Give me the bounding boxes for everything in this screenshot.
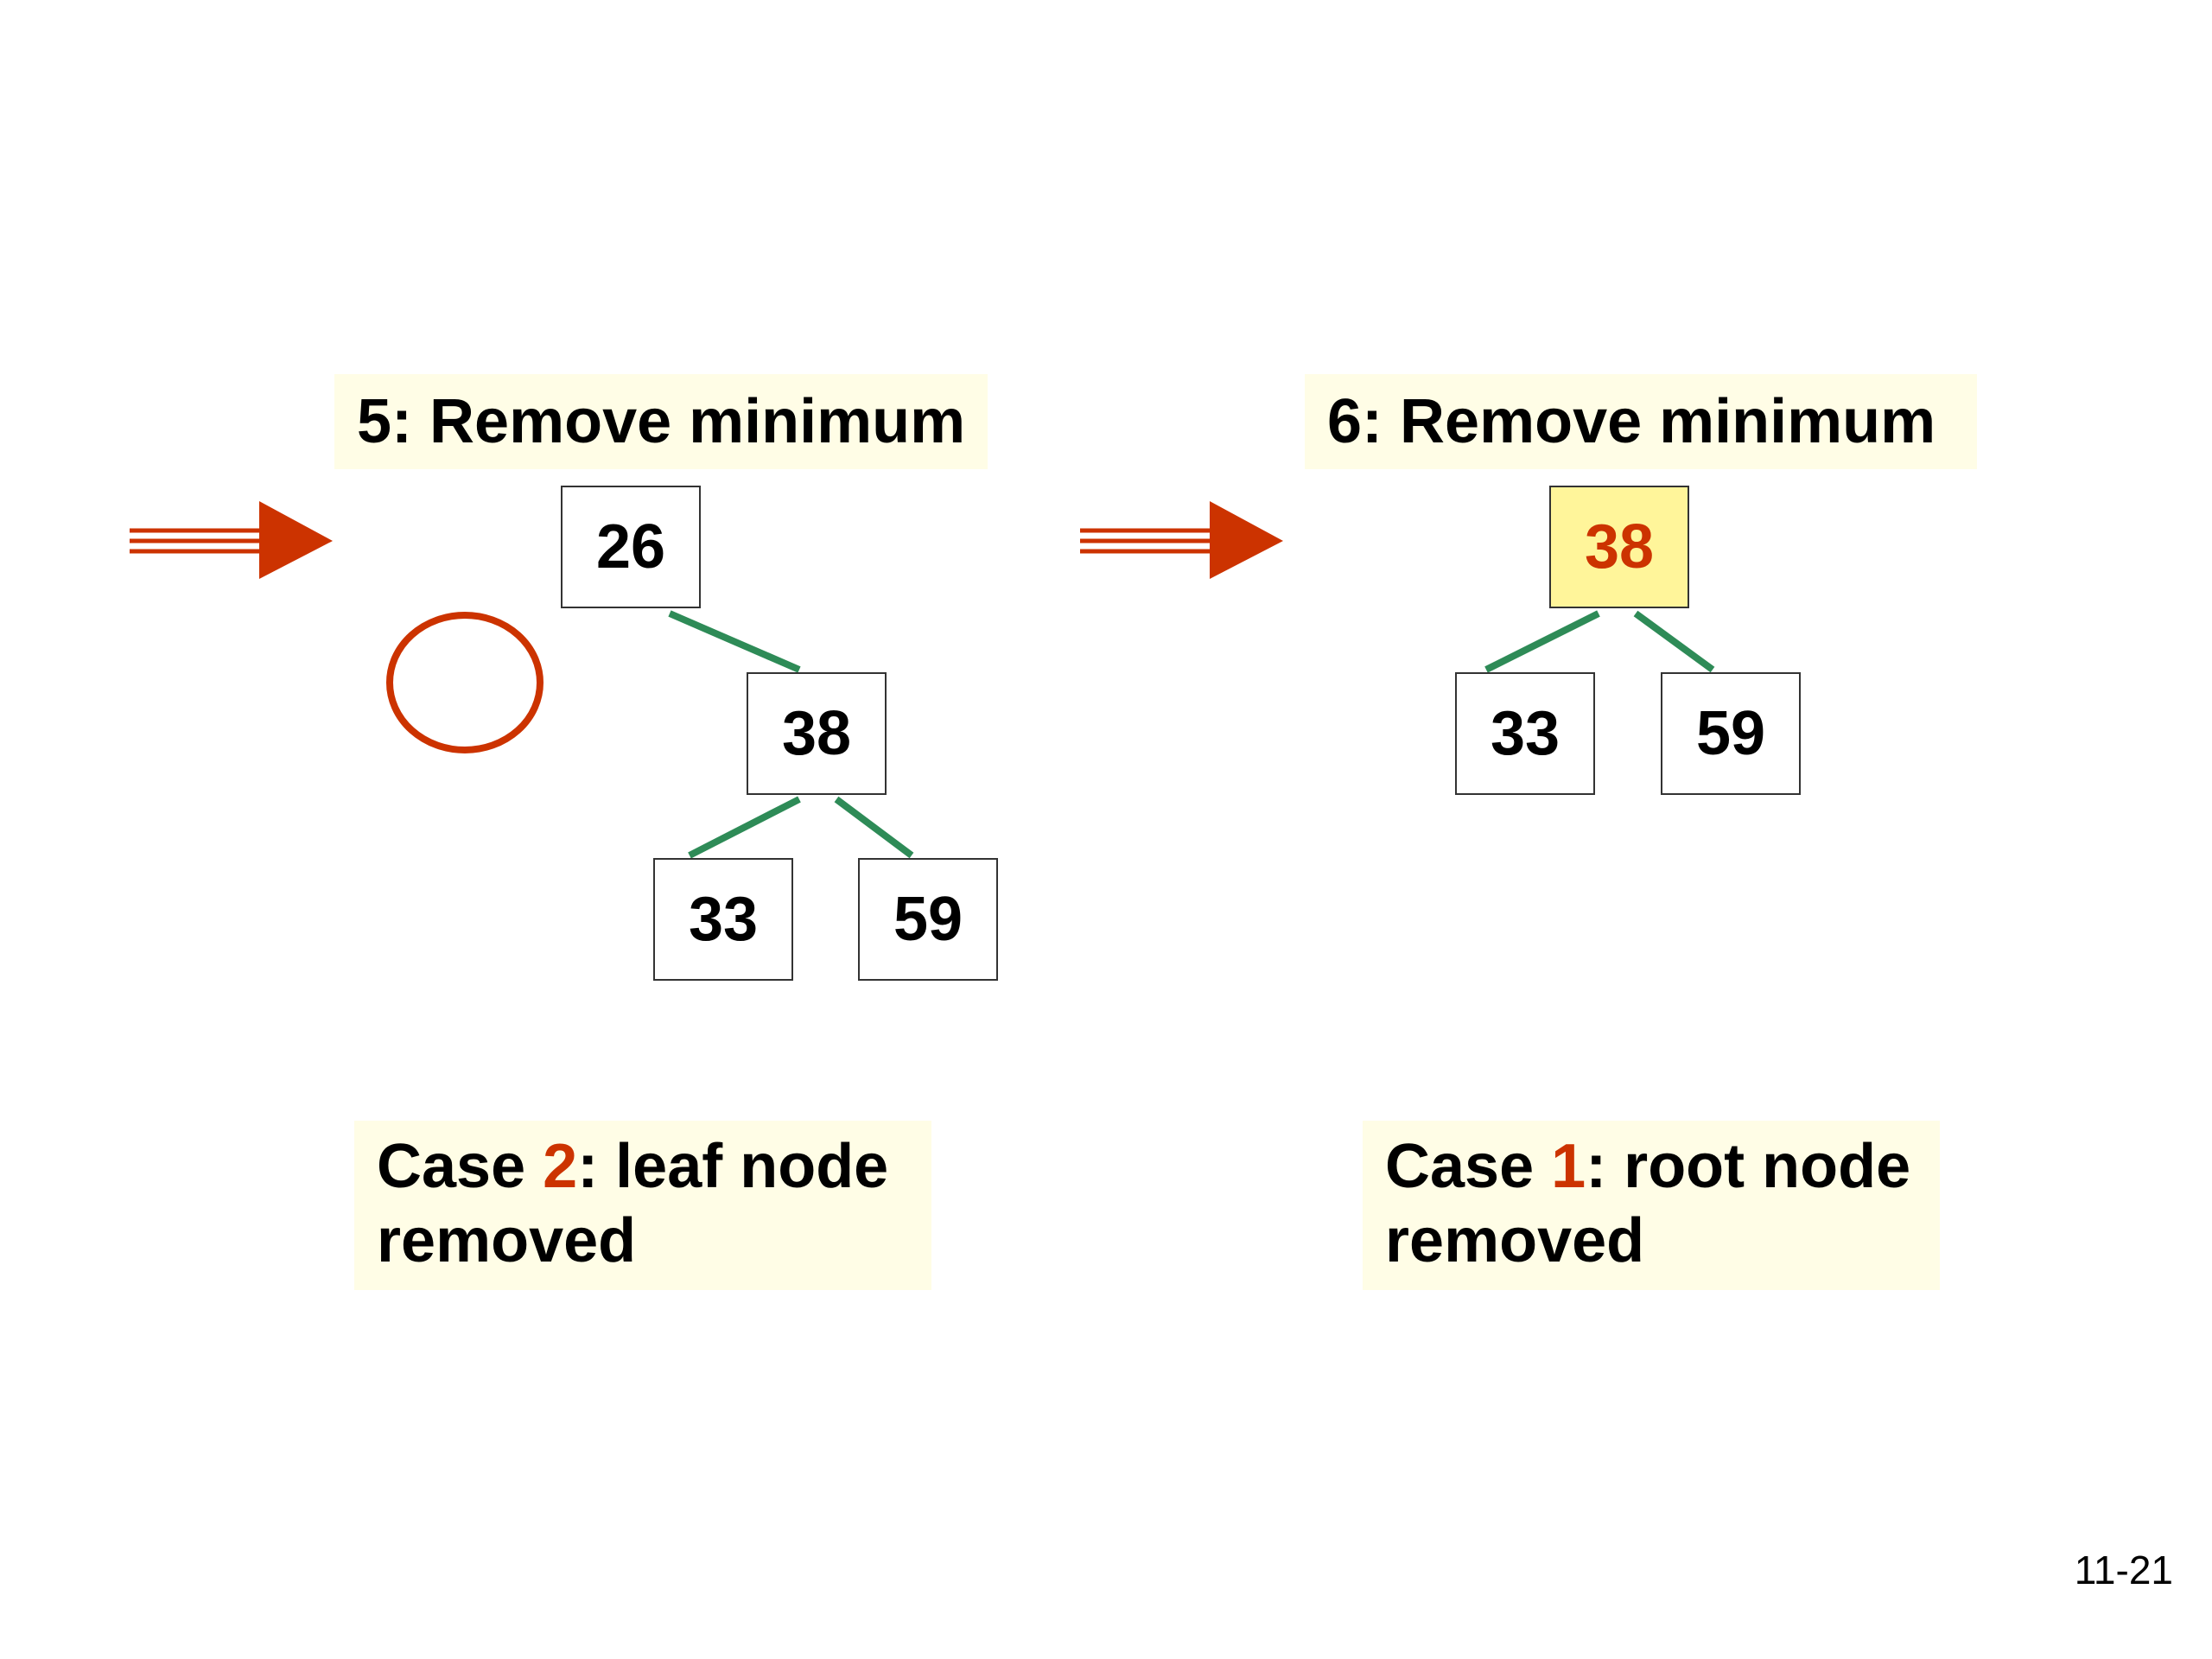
tree-node-root-highlighted: 38 [1549,486,1689,608]
left-case-caption: Case 2: leaf node removed [354,1121,931,1290]
tree-edge [1484,610,1600,673]
tree-node: 33 [653,858,793,981]
arrow-right-icon [1080,501,1283,579]
case-text: : root node [1586,1132,1911,1201]
case-caption-line: Case 1: root node [1385,1129,1940,1204]
case-caption-line2: removed [1385,1206,1645,1275]
case-number: 1 [1551,1132,1586,1201]
circle-marker-icon [386,612,543,753]
arrow-right-icon [130,501,333,579]
case-label: Case [1385,1132,1552,1201]
case-number: 2 [543,1132,578,1201]
tree-edge [688,796,801,859]
tree-node: 33 [1455,672,1595,795]
right-panel-title: 6: Remove minimum [1305,374,1977,469]
tree-node: 59 [1661,672,1801,795]
right-case-caption: Case 1: root node removed [1363,1121,1940,1290]
case-text: : leaf node [577,1132,889,1201]
tree-edge [1633,610,1715,673]
case-caption-line2: removed [377,1206,637,1275]
page-number: 11-21 [2074,1548,2173,1592]
tree-node: 26 [561,486,701,608]
case-label: Case [377,1132,543,1201]
case-caption-line: Case 2: leaf node [377,1129,931,1204]
tree-node: 59 [858,858,998,981]
tree-edge [834,796,914,859]
tree-edge [668,610,801,673]
tree-node: 38 [747,672,887,795]
left-panel-title: 5: Remove minimum [334,374,988,469]
